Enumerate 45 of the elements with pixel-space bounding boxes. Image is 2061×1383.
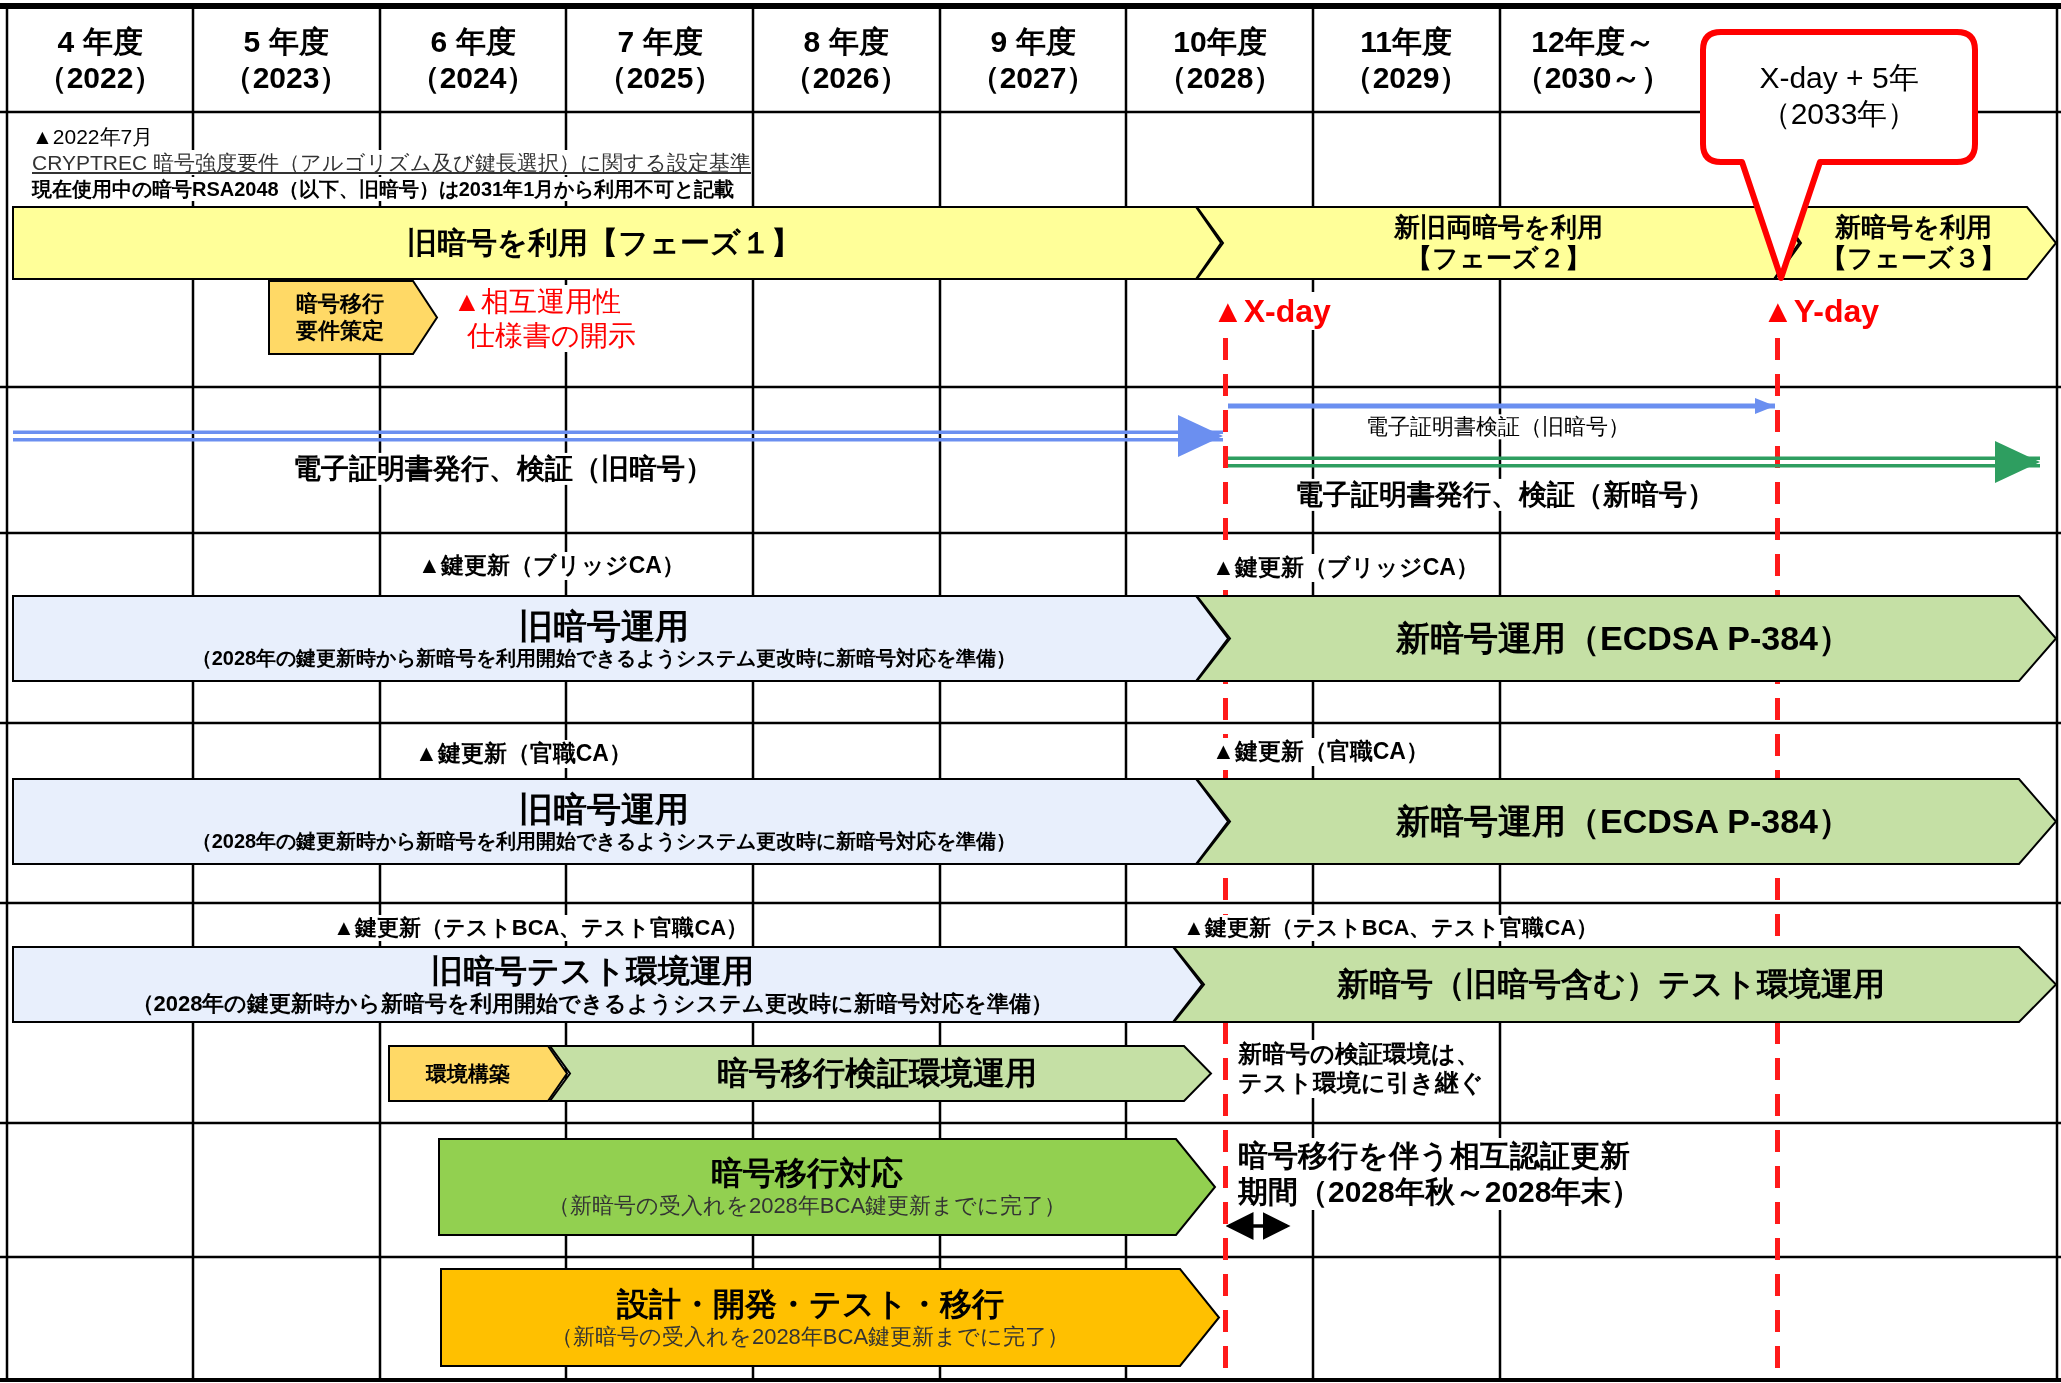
bar-title: 環境構築 — [426, 1060, 510, 1087]
year-header: 10年度（2028） — [1155, 24, 1285, 96]
timeline-arrow — [13, 415, 1223, 457]
bar-title: 新暗号を利用【フェーズ３】 — [1820, 211, 2007, 275]
year-header: 11年度（2029） — [1341, 24, 1471, 96]
bar-title: 新暗号（旧暗号含む）テスト環境運用 — [1337, 965, 1885, 1004]
bar-subtitle: （2028年の鍵更新時から新暗号を利用開始できるようシステム更改時に新暗号対応を準備） — [191, 829, 1017, 855]
task-bar — [549, 1045, 1212, 1102]
callout-text: X-day + 5年（2033年） — [1758, 59, 1920, 132]
bar-title: 新暗号運用（ECDSA P-384） — [1396, 801, 1852, 842]
bar-title: 旧暗号運用 — [519, 605, 689, 647]
bar-title: 旧暗号運用 — [519, 788, 689, 830]
operation-bar — [1196, 778, 2057, 865]
bar-title: 旧暗号テスト環境運用 — [431, 951, 754, 990]
year-header: 6 年度（2024） — [408, 24, 538, 96]
bar-subtitle: （新暗号の受入れを2028年BCA鍵更新までに完了） — [550, 1322, 1070, 1351]
bar-title: 新旧両暗号を利用【フェーズ２】 — [1392, 211, 1604, 275]
year-header: 5 年度（2023） — [221, 24, 351, 96]
bar-title: 暗号移行検証環境運用 — [716, 1054, 1037, 1093]
operation-bar — [12, 778, 1229, 865]
year-header: 7 年度（2025） — [595, 24, 725, 96]
bar-title: 暗号移行要件策定 — [295, 291, 386, 344]
note-text: CRYPTREC 暗号強度要件（アルゴリズム及び鍵長選択）に関する設定基準 — [32, 150, 751, 176]
operation-bar — [12, 595, 1229, 682]
year-header: 8 年度（2026） — [781, 24, 911, 96]
bar-title: 新暗号運用（ECDSA P-384） — [1396, 618, 1852, 659]
operation-bar — [12, 946, 1203, 1023]
bar-title: 暗号移行対応 — [711, 1154, 903, 1193]
bar-title: 旧暗号を利用【フェーズ１】 — [407, 225, 801, 261]
year-header: 9 年度（2027） — [968, 24, 1098, 96]
timeline-arrow — [1228, 398, 1775, 414]
bar-subtitle: （新暗号の受入れを2028年BCA鍵更新までに完了） — [547, 1192, 1067, 1220]
task-bar — [438, 1138, 1216, 1236]
phase-bar — [12, 206, 1222, 280]
bar-subtitle: （2028年の鍵更新時から新暗号を利用開始できるようシステム更改時に新暗号対応を準備） — [191, 646, 1017, 672]
year-header: 4 年度（2022） — [35, 24, 165, 96]
year-header: 12年度～（2030～） — [1513, 24, 1673, 96]
operation-bar — [1173, 946, 2057, 1023]
bar-subtitle: （2028年の鍵更新時から新暗号を利用開始できるようシステム更改時に新暗号対応を準備） — [131, 989, 1054, 1018]
timeline-arrow — [1228, 441, 2040, 483]
phase-bar — [1774, 206, 2057, 280]
task-bar — [388, 1045, 568, 1102]
operation-bar — [1196, 595, 2057, 682]
bar-title: 設計・開発・テスト・移行 — [616, 1284, 1004, 1323]
task-bar — [440, 1268, 1220, 1367]
